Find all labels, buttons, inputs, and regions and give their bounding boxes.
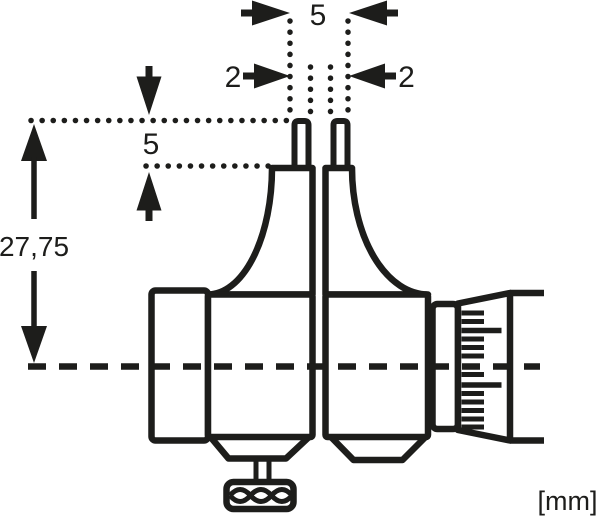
braid-symbol xyxy=(228,487,294,504)
pin-width-right-label: 2 xyxy=(398,61,415,94)
arrow-up-icon xyxy=(136,172,162,221)
arrow-left-icon xyxy=(349,0,398,26)
knurl-ticks xyxy=(461,310,502,430)
dim-center-height: 27,75 xyxy=(0,124,69,363)
dim-pin-width: 2 2 xyxy=(225,61,415,117)
arrow-down-icon xyxy=(21,326,47,363)
left-body-shoulder xyxy=(204,164,316,298)
arrow-right-icon xyxy=(243,63,290,89)
arrow-up-icon xyxy=(21,124,47,161)
pin-length-label: 5 xyxy=(143,128,160,161)
dim-pin-length: 5 xyxy=(28,66,292,221)
arrow-left-icon xyxy=(349,63,396,89)
knurled-adjuster xyxy=(429,289,544,444)
unit-label: [mm] xyxy=(538,486,598,516)
right-bottom-funnel xyxy=(328,434,428,464)
left-bottom-funnel xyxy=(208,434,312,462)
center-height-label: 27,75 xyxy=(0,231,69,262)
right-body-shoulder xyxy=(322,164,432,298)
braid-housing xyxy=(223,478,297,513)
arrow-right-icon xyxy=(241,0,290,26)
pin-spacing-label: 5 xyxy=(310,0,327,32)
braid-symbol xyxy=(228,487,294,504)
arrow-down-icon xyxy=(136,66,162,115)
pin-width-left-label: 2 xyxy=(225,61,242,94)
dim-pin-spacing: 5 xyxy=(241,0,398,117)
device-body xyxy=(148,118,544,513)
right-terminal-pin xyxy=(330,118,351,169)
left-terminal-pin xyxy=(291,118,312,169)
